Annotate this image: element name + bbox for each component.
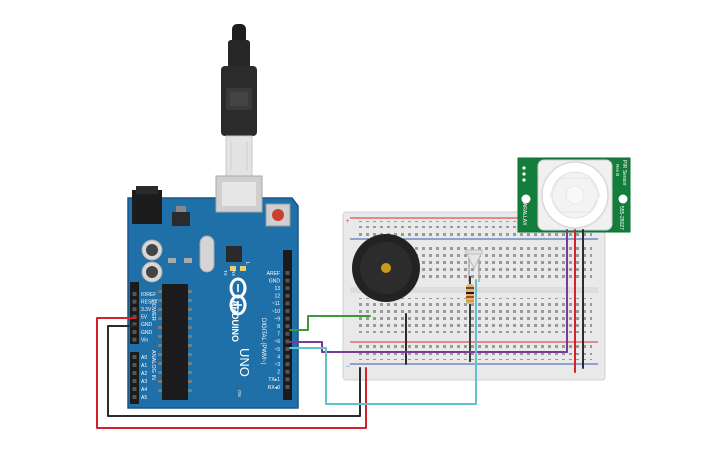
pin-label: 8: [277, 324, 280, 330]
pin-label: GND: [141, 322, 153, 328]
arduino-board[interactable]: ARDUINO UNO DIGITAL (PWM~) POWER ANALOG …: [127, 175, 299, 409]
usb-cable-icon: [221, 24, 257, 177]
header-pin[interactable]: [132, 314, 137, 319]
pin-label: ~9: [274, 316, 280, 322]
power-header: [130, 282, 139, 344]
l-led-label: L: [244, 262, 250, 265]
arduino-brand-text: ARDUINO: [230, 300, 240, 342]
wire-pin8-buzzer[interactable]: [289, 315, 371, 331]
header-pin[interactable]: [132, 330, 137, 334]
pin-label: ~11: [272, 301, 280, 307]
pin-label: ~3: [274, 362, 280, 368]
header-pin[interactable]: [285, 377, 290, 382]
header-pin[interactable]: [285, 369, 290, 374]
header-pin[interactable]: [285, 324, 290, 329]
pin-label: RX◂0: [268, 385, 280, 391]
buzzer-icon[interactable]: [352, 234, 420, 302]
header-pin[interactable]: [132, 307, 137, 312]
pir-title-text: PIR Sensor: [621, 160, 627, 186]
header-pin[interactable]: [285, 286, 290, 291]
header-pin[interactable]: [132, 355, 137, 359]
pin-label: A3: [141, 379, 147, 385]
header-pin[interactable]: [285, 354, 290, 359]
pin-label: 13: [274, 286, 280, 292]
header-pin[interactable]: [132, 322, 137, 327]
pin-label: ~10: [272, 309, 281, 315]
rx-label: RX: [231, 270, 236, 276]
arduino-model-text: UNO: [237, 348, 252, 377]
arduino-logo-icon: [229, 277, 247, 316]
pin-label: A5: [141, 395, 147, 401]
analog-label: ANALOG IN: [150, 350, 156, 380]
wire-5v[interactable]: [96, 317, 367, 429]
header-pin[interactable]: [285, 278, 290, 283]
pin-label: 12: [274, 294, 280, 300]
pin-label: A0: [141, 355, 147, 361]
pin-label: RESET: [141, 299, 158, 305]
rail-minus-mark: −: [346, 364, 350, 370]
header-pin[interactable]: [132, 363, 137, 367]
pin-label: A1: [141, 363, 147, 369]
pin-label: 3.3V: [141, 307, 152, 313]
header-pin[interactable]: [132, 299, 137, 304]
pin-label: A2: [141, 371, 147, 377]
header-pin[interactable]: [285, 316, 290, 321]
analog-header: [130, 352, 139, 404]
pin-label: ~5: [274, 347, 280, 353]
pin-label: 2: [277, 370, 280, 376]
header-pin[interactable]: [285, 362, 290, 367]
digital-pin-label: DIGITAL (PWM~): [260, 318, 266, 365]
pir-brand-text: PARALLAX: [521, 200, 527, 226]
pin-label: 5V: [141, 315, 148, 321]
pir-jumper-pins: [522, 166, 526, 182]
header-pin[interactable]: [285, 331, 290, 336]
pin-label: TX▸1: [268, 377, 280, 383]
header-pin[interactable]: [132, 371, 137, 375]
pin-label: IOREF: [141, 292, 156, 298]
header-pin[interactable]: [285, 347, 290, 351]
tx-label: TX: [223, 270, 228, 276]
header-pin[interactable]: [285, 385, 290, 389]
header-pin[interactable]: [285, 309, 290, 313]
rail-plus-mark: +: [346, 219, 350, 225]
header-pin[interactable]: [285, 339, 290, 344]
header-pin[interactable]: [132, 395, 137, 399]
power-label: POWER: [150, 300, 156, 321]
header-pin[interactable]: [285, 301, 290, 306]
pin-label: 4: [277, 354, 280, 360]
pin-label: 7: [277, 332, 280, 338]
pin-label: Vin: [141, 337, 148, 343]
wire-gnd[interactable]: [107, 325, 361, 417]
pin-label: A4: [141, 387, 147, 393]
pir-sensor[interactable]: PARALLAX 555-28027 PIR Sensor Rev B: [517, 157, 631, 233]
header-pin[interactable]: [132, 292, 137, 296]
on-led-label: ON: [237, 390, 242, 397]
pin-label: ~6: [274, 339, 280, 345]
pin-label: GND: [141, 330, 153, 336]
pin-label: GND: [269, 278, 281, 284]
resistor-icon[interactable]: [466, 276, 474, 362]
header-pin[interactable]: [132, 337, 137, 342]
wire-pin6-led[interactable]: [289, 279, 477, 405]
header-pin[interactable]: [132, 387, 137, 391]
pir-model-text: 555-28027: [618, 206, 624, 230]
header-pin[interactable]: [132, 379, 137, 383]
header-pin[interactable]: [285, 293, 290, 298]
header-pin[interactable]: [285, 271, 290, 275]
pir-rev-text: Rev B: [615, 164, 620, 176]
pir-dome-icon: [537, 159, 613, 231]
pin-label: AREF: [267, 271, 280, 277]
